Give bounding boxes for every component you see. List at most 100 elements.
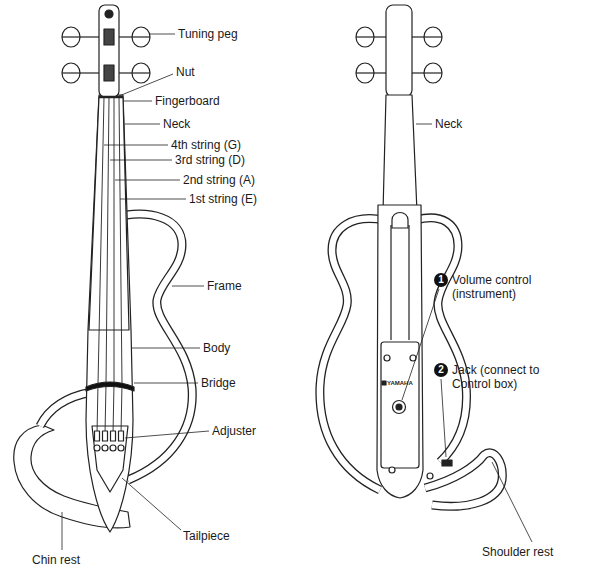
volume-knob: [393, 401, 406, 414]
back-view: [320, 5, 502, 506]
peg-detail: [356, 36, 374, 37]
adjuster: [95, 431, 100, 441]
part-label: Neck: [163, 117, 190, 131]
front-view: [14, 5, 193, 532]
leader-line: [172, 286, 204, 287]
part-label: Neck: [435, 117, 462, 131]
adjuster: [94, 445, 100, 451]
tuning-peg: [132, 63, 150, 83]
part-label: 4th string (G): [171, 138, 241, 152]
peg-stem: [119, 72, 132, 73]
leader-line: [441, 379, 446, 457]
peg-detail: [62, 36, 80, 37]
leader-line: [125, 431, 209, 438]
pegbox: [99, 5, 119, 97]
peg-stem: [412, 72, 424, 73]
peg-detail: [424, 36, 442, 37]
peg-stem: [374, 72, 386, 73]
frame: [320, 219, 384, 490]
string-winding: [104, 65, 114, 81]
shoulder-rest: [425, 453, 502, 506]
leader-line: [124, 101, 152, 102]
part-label: Fingerboard: [155, 94, 220, 108]
part-label: Nut: [176, 65, 195, 79]
leader-line: [122, 478, 181, 530]
peg-detail: [356, 72, 374, 73]
neck: [383, 95, 417, 212]
volume-knob: [396, 404, 402, 410]
tuning-peg: [424, 63, 442, 83]
tuning-peg: [356, 63, 374, 83]
peg-stem: [80, 72, 99, 73]
tailpiece: [92, 426, 128, 492]
part-label: Adjuster: [212, 424, 256, 438]
adjuster: [102, 445, 108, 451]
tuning-peg: [424, 27, 442, 47]
shoulder-rest: [425, 453, 502, 506]
part-label: Shoulder rest: [482, 545, 553, 559]
frame: [40, 392, 92, 426]
part-label: Jack (connect to Control box): [452, 363, 552, 391]
peg-stem: [80, 36, 99, 37]
peg-stem: [374, 36, 386, 37]
adjuster: [110, 445, 116, 451]
part-label: Bridge: [201, 376, 236, 390]
tuning-peg: [132, 27, 150, 47]
callout-number: 2: [434, 363, 448, 377]
leader-line: [134, 383, 198, 384]
part-label: Body: [203, 341, 230, 355]
tuning-peg: [356, 27, 374, 47]
string-winding: [104, 29, 114, 45]
part-label: 1st string (E): [189, 192, 257, 206]
frame: [40, 392, 92, 426]
part-label: Volume control (instrument): [452, 273, 544, 301]
frame: [416, 218, 466, 462]
part-label: Frame: [207, 279, 242, 293]
leader-line: [416, 124, 432, 125]
screw-hole: [384, 355, 390, 361]
part-label: 3rd string (D): [175, 153, 245, 167]
screw-hole: [389, 467, 395, 473]
peg-stem: [412, 36, 424, 37]
frame: [416, 218, 466, 462]
brand-logo: YAMAHA: [387, 380, 413, 387]
frame: [320, 219, 384, 490]
body-notch: [392, 213, 408, 229]
leader-line: [104, 145, 168, 146]
leader-line: [115, 180, 180, 181]
leader-line: [125, 124, 160, 125]
part-label: Tailpiece: [183, 529, 230, 543]
body-plate: [381, 342, 419, 468]
part-label: Tuning peg: [178, 27, 238, 41]
peg-stem: [119, 36, 132, 37]
bridge: [86, 382, 134, 391]
leader-line: [120, 199, 186, 200]
jack: [442, 460, 452, 466]
violin-body: [86, 95, 133, 532]
logo-mark: [382, 381, 386, 385]
leader-line: [110, 160, 172, 161]
peg-detail: [62, 72, 80, 73]
body-channel: [391, 225, 409, 340]
part-label: 2nd string (A): [183, 173, 255, 187]
adjuster: [118, 445, 124, 451]
leader-line: [119, 74, 173, 96]
peg-detail: [132, 36, 150, 37]
pegbox: [386, 5, 412, 97]
leader-line: [150, 34, 175, 35]
peg-detail: [424, 72, 442, 73]
adjuster: [119, 431, 124, 441]
tuning-peg: [62, 27, 80, 47]
violin-body: [377, 205, 423, 498]
peg-detail: [132, 72, 150, 73]
adjuster: [103, 431, 108, 441]
leader-line: [492, 462, 532, 542]
adjuster: [111, 431, 116, 441]
leader-line: [131, 348, 200, 349]
callout-number: 1: [434, 273, 448, 287]
logo-mark: [105, 10, 113, 18]
leader-line: [62, 512, 63, 550]
tuning-peg: [62, 63, 80, 83]
